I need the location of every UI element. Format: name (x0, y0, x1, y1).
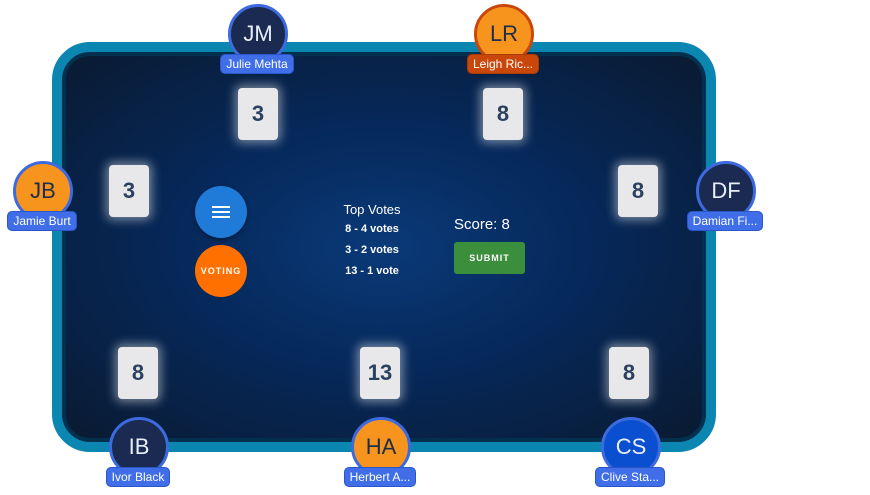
vote-item: 8 - 4 votes (345, 223, 399, 235)
card-herbert: 13 (360, 347, 400, 399)
top-votes-title: Top Votes (343, 202, 401, 217)
player-name: Jamie Burt (7, 211, 77, 231)
voting-button[interactable]: VOTING (195, 245, 247, 297)
card-ivor: 8 (118, 347, 158, 399)
top-votes: Top Votes 8 - 4 votes 3 - 2 votes 13 - 1… (312, 202, 432, 286)
card-clive: 8 (609, 347, 649, 399)
card-jamie: 3 (109, 165, 149, 217)
card-julie: 3 (238, 88, 278, 140)
submit-button[interactable]: SUBMIT (454, 242, 525, 274)
vote-item: 13 - 1 vote (345, 265, 399, 277)
score-label: Score: 8 (454, 216, 510, 233)
vote-item: 3 - 2 votes (345, 244, 399, 256)
player-name: Herbert A... (343, 467, 417, 487)
player-name: Damian Fi... (686, 211, 764, 231)
player-name: Leigh Ric... (466, 54, 540, 74)
hamburger-icon (212, 206, 230, 218)
card-damian: 8 (618, 165, 658, 217)
player-name: Ivor Black (105, 467, 171, 487)
player-name: Clive Sta... (594, 467, 666, 487)
card-leigh: 8 (483, 88, 523, 140)
player-name: Julie Mehta (220, 54, 294, 74)
menu-button[interactable] (195, 186, 247, 238)
